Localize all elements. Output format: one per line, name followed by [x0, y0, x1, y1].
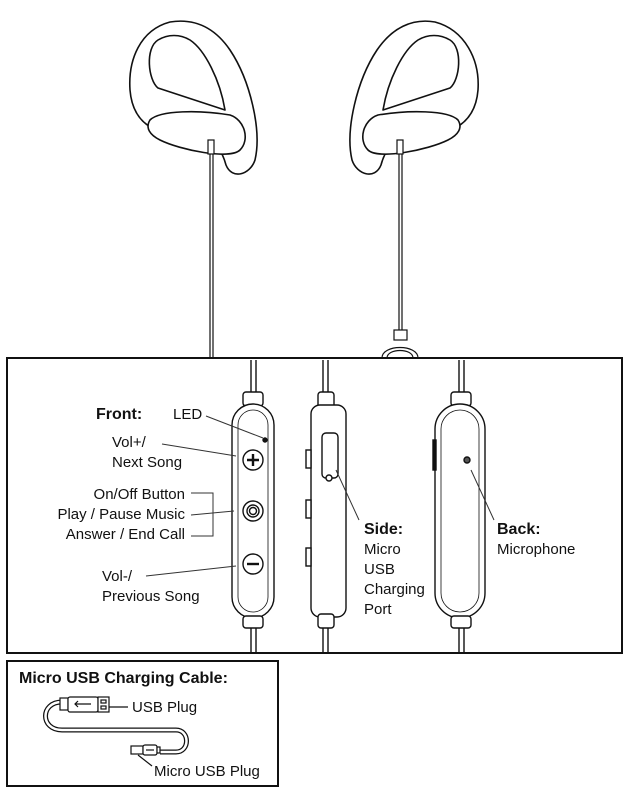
- back-remote: [432, 360, 486, 652]
- side-label-line3: Charging: [364, 581, 425, 598]
- front-heading: Front:: [96, 406, 143, 423]
- cable-panel-title: Micro USB Charging Cable:: [19, 670, 228, 687]
- on-off-label: On/Off Button: [93, 486, 185, 503]
- usb-cable-icon: [43, 696, 189, 767]
- side-heading: Side:: [364, 521, 404, 538]
- side-label-line2: USB: [364, 561, 395, 578]
- usb-plug-label: USB Plug: [132, 699, 198, 716]
- vol-down-label-line1: Vol-/: [102, 568, 133, 585]
- microphone-label: Microphone: [497, 541, 576, 558]
- answer-end-call-label: Answer / End Call: [65, 526, 185, 543]
- side-label-line4: Port: [364, 601, 392, 618]
- micro-usb-plug-label: Micro USB Plug: [154, 763, 260, 780]
- back-heading: Back:: [497, 521, 541, 538]
- remote-panel-frame: [6, 357, 623, 654]
- vol-up-label-line2: Next Song: [112, 454, 183, 471]
- side-label-line1: Micro: [364, 541, 401, 558]
- led-label: LED: [173, 406, 203, 423]
- play-pause-label: Play / Pause Music: [57, 506, 185, 523]
- vol-up-label-line1: Vol+/: [112, 434, 146, 451]
- side-remote: [305, 360, 347, 652]
- front-remote: [231, 360, 275, 652]
- cable-panel-frame: [6, 660, 279, 787]
- vol-down-label-line2: Previous Song: [102, 588, 200, 605]
